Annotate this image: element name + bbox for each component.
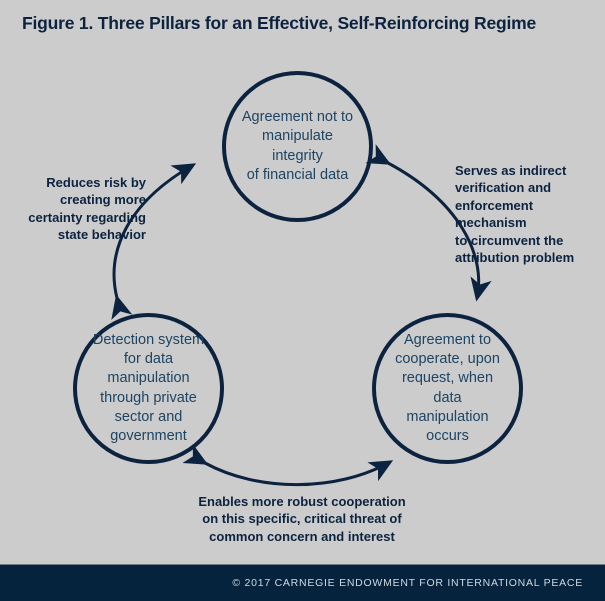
node-agreement-integrity[interactable]: Agreement not to manipulate integrity of…: [222, 71, 373, 222]
node-detection-system-label: Detection system for data manipulation t…: [92, 332, 205, 444]
footer-bar: © 2017 CARNEGIE ENDOWMENT FOR INTERNATIO…: [0, 564, 605, 601]
node-detection-system[interactable]: Detection system for data manipulation t…: [73, 313, 224, 464]
edge-label-left: Reduces risk by creating more certainty …: [28, 175, 146, 243]
node-agreement-integrity-label: Agreement not to manipulate integrity of…: [241, 109, 354, 183]
connector-layer: [111, 144, 492, 487]
edge-label-right: Serves as indirect verification and enfo…: [455, 163, 575, 266]
copyright-credit: © 2017 CARNEGIE ENDOWMENT FOR INTERNATIO…: [232, 577, 583, 589]
connector-left: [111, 163, 197, 320]
node-agreement-cooperate[interactable]: Agreement to cooperate, upon request, wh…: [372, 313, 523, 464]
connector-right: [365, 144, 492, 302]
node-agreement-cooperate-label: Agreement to cooperate, upon request, wh…: [395, 332, 500, 444]
edge-label-bottom: Enables more robust cooperation on this …: [198, 494, 406, 544]
diagram-canvas: Agreement not to manipulate integrity of…: [0, 48, 605, 564]
connector-bottom: [182, 444, 394, 487]
page-title: Figure 1. Three Pillars for an Effective…: [22, 13, 537, 33]
